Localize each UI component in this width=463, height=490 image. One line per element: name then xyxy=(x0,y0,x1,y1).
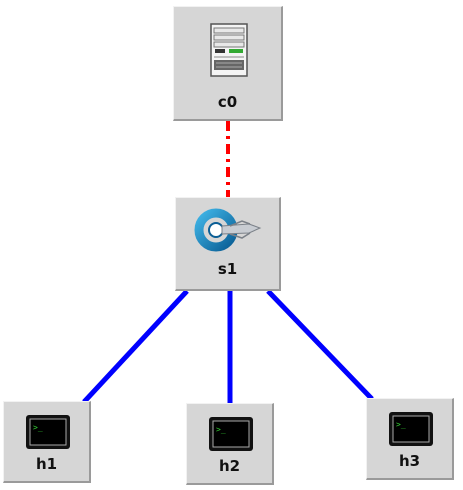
link-s1-h3[interactable] xyxy=(266,289,374,401)
switch-node-s1[interactable]: s1 xyxy=(175,197,281,291)
host-node-h3[interactable]: >_ h3 xyxy=(366,398,454,480)
switch-icon xyxy=(194,208,262,256)
link-s1-h1[interactable] xyxy=(82,289,189,404)
svg-text:>_: >_ xyxy=(396,420,406,429)
node-label: s1 xyxy=(217,260,238,278)
terminal-icon: >_ xyxy=(388,411,434,451)
host-node-h2[interactable]: >_ h2 xyxy=(186,403,274,485)
node-label: c0 xyxy=(217,93,238,111)
svg-text:>_: >_ xyxy=(33,423,43,432)
terminal-icon: >_ xyxy=(208,416,254,456)
host-node-h1[interactable]: >_ h1 xyxy=(3,401,91,483)
node-label: h3 xyxy=(398,452,421,470)
terminal-icon: >_ xyxy=(25,414,71,454)
node-label: h1 xyxy=(35,455,58,473)
svg-text:>_: >_ xyxy=(216,425,226,434)
controller-node-c0[interactable]: c0 xyxy=(173,6,283,121)
server-icon xyxy=(210,23,248,81)
node-label: h2 xyxy=(218,457,241,475)
